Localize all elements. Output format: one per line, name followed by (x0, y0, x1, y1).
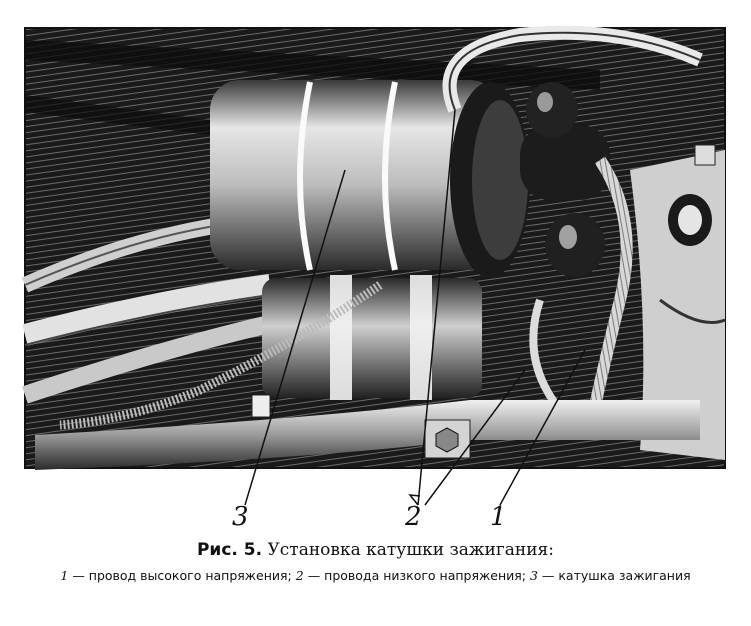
caption-legend: 1 — провод высокого напряжения; 2 — пров… (0, 568, 751, 583)
legend-text-3: — катушка зажигания (541, 568, 691, 583)
legend-text-1: — провод высокого напряжения; (72, 568, 292, 583)
callout-1: 1 (490, 502, 507, 530)
armored-cable (59, 281, 383, 430)
distributor-housing (630, 144, 726, 460)
caption-prefix: Рис. 5. (196, 540, 263, 560)
leader-lines (244, 109, 586, 506)
ignition-coil (210, 80, 610, 278)
caption-title: Установка катушки зажигания: (267, 540, 555, 560)
callout-3: 3 (232, 502, 249, 530)
figure-caption: Рис. 5. Установка катушки зажигания: (0, 540, 751, 560)
legend-text-2: — провода низкого напряжения; (307, 568, 526, 583)
legend-num-2: 2 (295, 568, 304, 583)
coil-bracket (262, 275, 482, 400)
legend-num-3: 3 (529, 568, 538, 583)
legend-num-1: 1 (60, 568, 69, 583)
callout-2: 2 (404, 502, 422, 530)
bottom-pipe (35, 400, 700, 470)
engine-photo: 3 2 1 (21, 25, 726, 532)
